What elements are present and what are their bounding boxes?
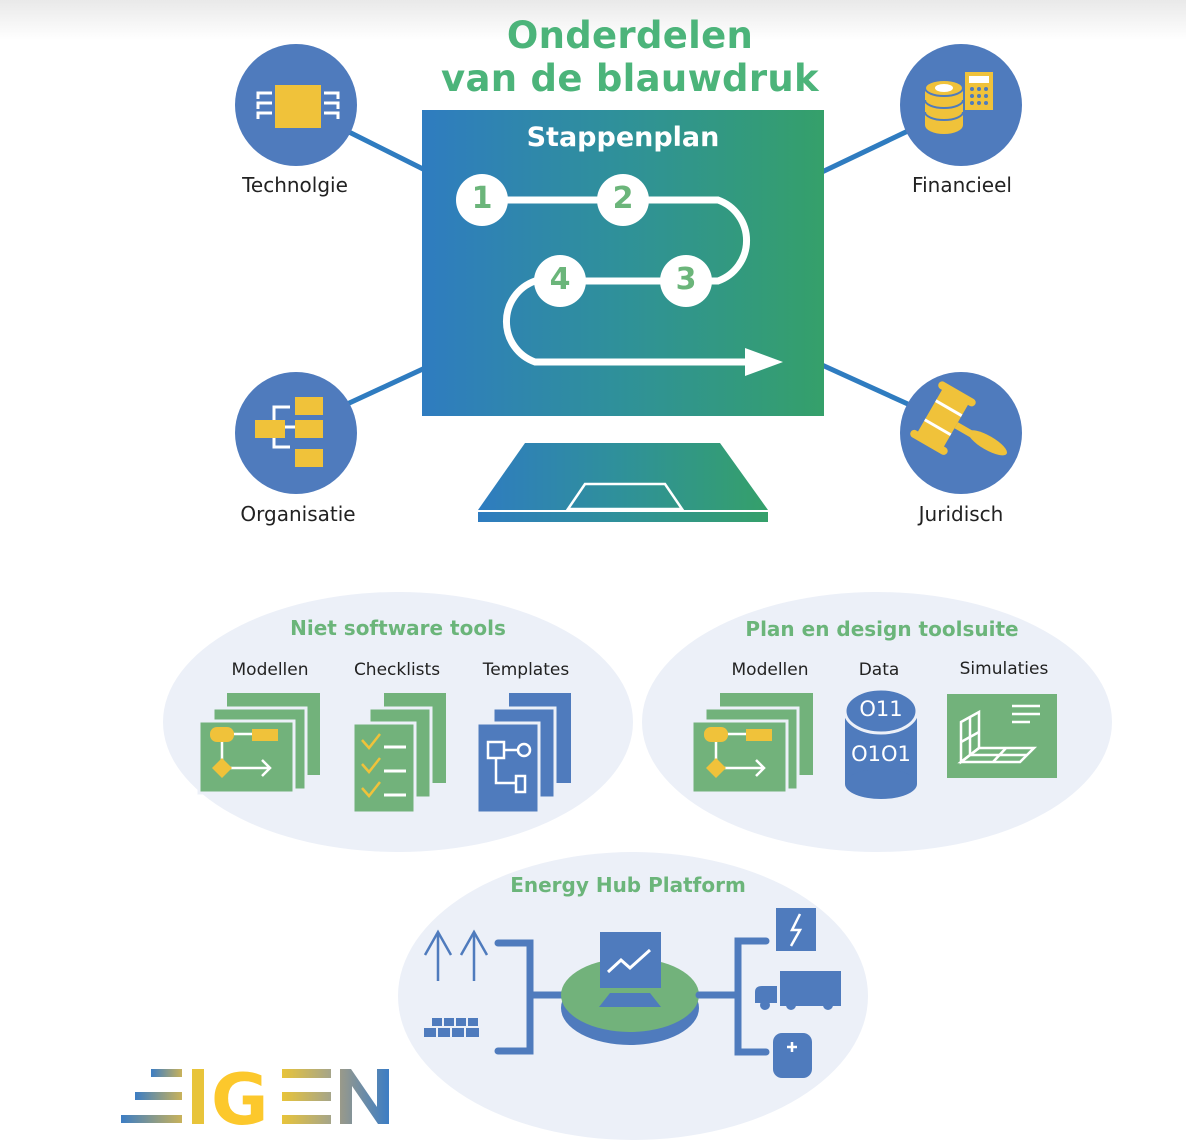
component-label-technologie: Technolgie: [242, 173, 348, 197]
battery-icon: [773, 1033, 812, 1078]
step-circle-3: [660, 255, 712, 307]
step-path: [482, 196, 751, 366]
monitor-stand-base: [478, 512, 768, 522]
output-bus: [695, 937, 770, 1056]
item-label-modellen-2: Modellen: [731, 660, 809, 680]
juridisch-circle: [900, 372, 1022, 494]
step-number-1: 1: [471, 181, 493, 216]
title-line-1: Onderdelen: [506, 14, 754, 57]
step-number-2: 2: [612, 181, 634, 216]
connector-juridisch: [820, 362, 912, 408]
solar-panel-icon: [424, 1018, 479, 1037]
input-bus: [494, 939, 569, 1055]
step-circle-4: [534, 255, 586, 307]
title-line-2: van de blauwdruk: [441, 57, 819, 100]
monitor-stand: [478, 443, 768, 510]
item-label-modellen: Modellen: [231, 660, 309, 680]
page-title: Onderdelen van de blauwdruk: [380, 14, 880, 100]
hub-monitor-stand: [599, 993, 661, 1007]
group-toolsuite-title: Plan en design toolsuite: [745, 617, 1019, 641]
monitor-heading: Stappenplan: [526, 122, 720, 153]
hub-monitor: [600, 932, 661, 988]
group-platform-title: Energy Hub Platform: [510, 873, 746, 897]
component-label-organisatie: Organisatie: [240, 502, 356, 526]
chart-trend-icon: [606, 948, 652, 974]
wind-turbine-icon: [423, 929, 489, 981]
connector-technologie: [343, 127, 427, 173]
step-circle-2: [597, 174, 649, 226]
component-label-financieel: Financieel: [912, 173, 1012, 197]
connector-organisatie: [343, 365, 427, 408]
item-label-simulaties: Simulaties: [959, 659, 1049, 679]
step-number-3: 3: [675, 262, 697, 297]
svg-text:G: G: [211, 1059, 268, 1141]
group-non-software-title: Niet software tools: [290, 616, 506, 640]
data-icon-text-1: O11: [859, 697, 903, 721]
monitor-stand-inner: [565, 482, 685, 511]
truck-icon: [755, 971, 841, 1010]
item-label-templates: Templates: [482, 660, 570, 680]
data-icon-text-2: O1O1: [851, 742, 911, 766]
connector-financieel: [820, 127, 912, 175]
step-path-arrow: [745, 348, 783, 376]
component-label-juridisch: Juridisch: [918, 502, 1004, 526]
item-label-data: Data: [858, 660, 900, 680]
step-number-4: 4: [549, 262, 571, 297]
item-label-checklists: Checklists: [353, 660, 441, 680]
step-circle-1: [456, 174, 508, 226]
